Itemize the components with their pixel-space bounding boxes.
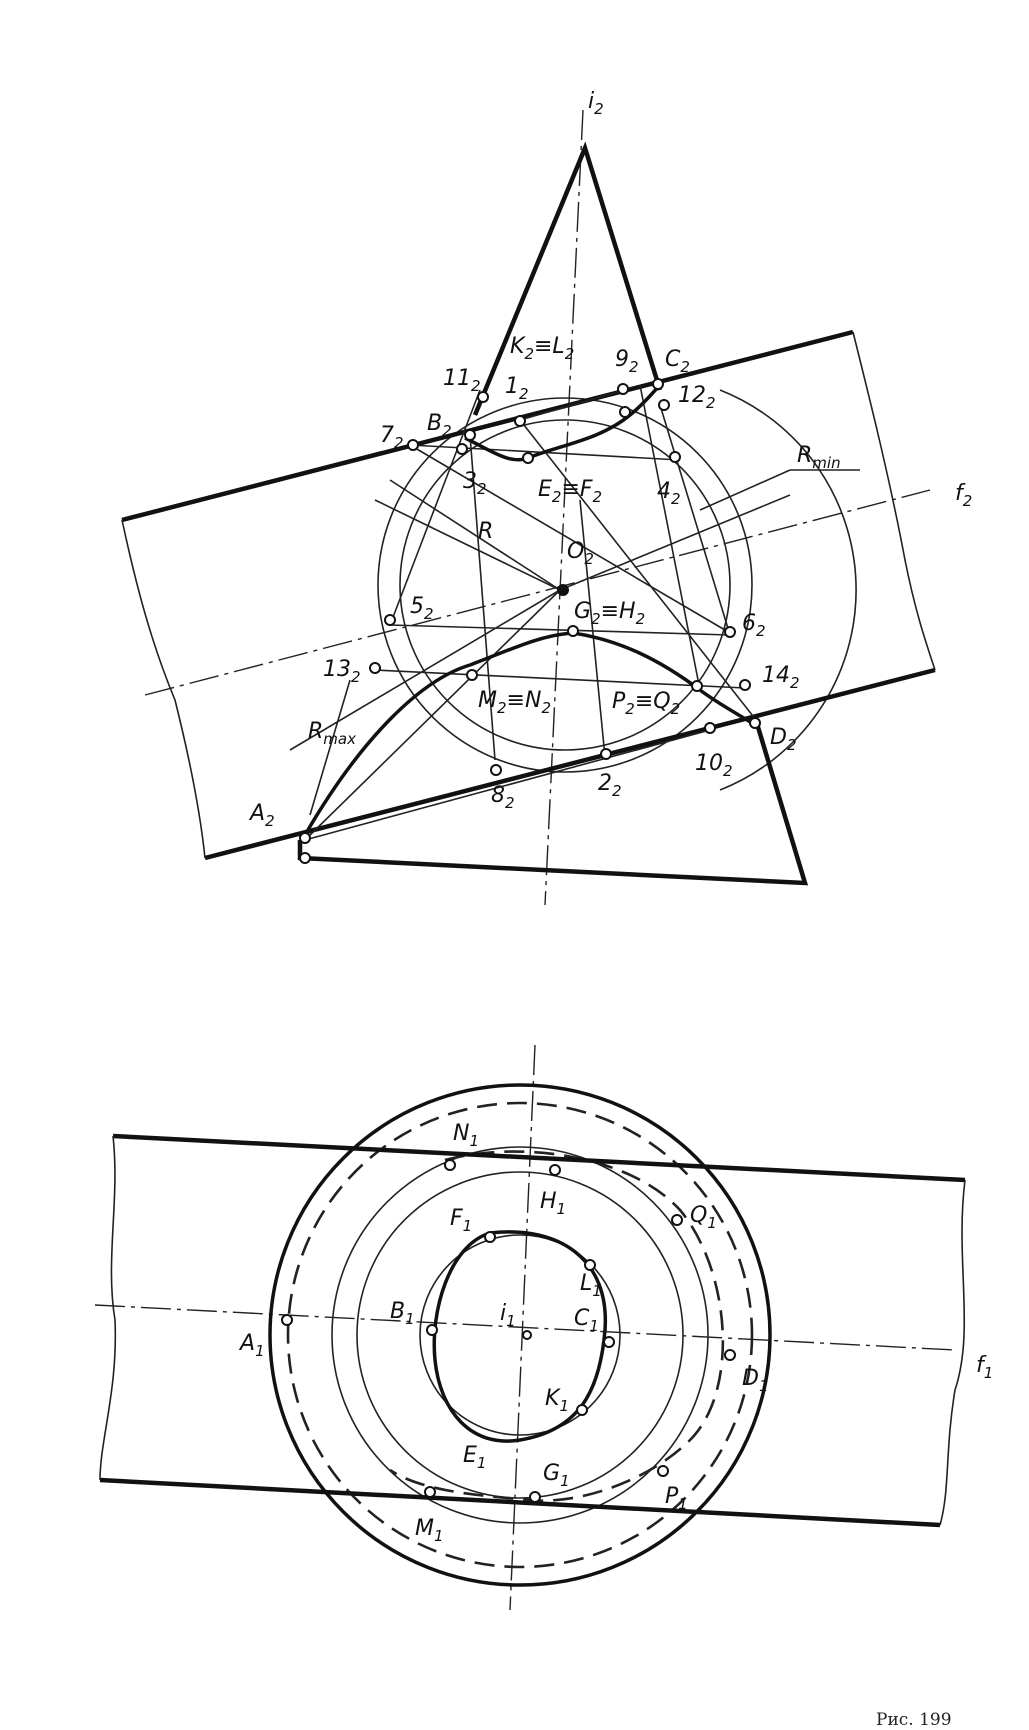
svg-text:D1: D1 [742,1366,769,1395]
svg-text:B2: B2 [427,411,452,440]
svg-text:142: 142 [762,663,800,692]
lower-section-curve [303,631,756,836]
svg-text:F1: F1 [450,1206,472,1235]
svg-text:C2: C2 [665,347,690,376]
svg-text:12: 12 [505,374,529,403]
circle-rmin [399,419,731,751]
svg-text:M2≡N2: M2≡N2 [478,688,551,717]
outer-circle [268,1083,772,1587]
svg-text:72: 72 [380,423,404,452]
upper-section-curve [464,383,662,462]
arc-rmax [719,389,857,791]
prism-top-edge [112,1133,966,1183]
axis-f2 [144,489,931,696]
svg-text:132: 132 [323,657,361,686]
prism-left-break-top [99,1135,117,1481]
axis-f1 [94,1304,956,1351]
svg-text:f1: f1 [976,1353,993,1382]
svg-text:G2≡H2: G2≡H2 [574,599,645,628]
prism-bottom-edge [99,1477,941,1528]
svg-text:f2: f2 [955,481,972,510]
prism-left-break [121,519,206,859]
inner-circle [356,1171,684,1499]
svg-text:52: 52 [410,594,434,623]
svg-text:Rmax: Rmax [308,719,356,748]
svg-text:92: 92 [615,347,639,376]
front-view: i2 f2 K2≡L2 92 C2 112 12 122 72 B2 Rmin … [121,89,972,906]
figure-caption: Рис. 199 [876,1710,952,1730]
svg-text:N1: N1 [453,1121,479,1150]
svg-text:102: 102 [695,751,733,780]
construction-lines [304,384,791,841]
svg-text:22: 22 [598,771,622,800]
svg-text:i2: i2 [588,89,604,118]
dashed-section-curve [389,1150,725,1502]
svg-text:P2≡Q2: P2≡Q2 [612,689,680,718]
svg-text:42: 42 [657,479,681,508]
svg-text:112: 112 [443,366,481,395]
svg-text:62: 62 [742,611,766,640]
svg-text:G1: G1 [543,1461,570,1490]
svg-text:P1: P1 [665,1484,688,1513]
svg-text:Q1: Q1 [690,1203,717,1232]
svg-text:H1: H1 [540,1189,566,1218]
svg-text:L1: L1 [580,1271,602,1300]
top-labels: N1 H1 Q1 F1 L1 A1 B1 i1 C1 D1 f1 K1 E1 G… [238,1121,993,1545]
svg-text:B1: B1 [390,1299,415,1328]
svg-text:C1: C1 [574,1306,599,1335]
svg-text:E2≡F2: E2≡F2 [538,477,602,506]
svg-text:A2: A2 [248,801,275,830]
circle-r [377,397,753,773]
front-labels: i2 f2 K2≡L2 92 C2 112 12 122 72 B2 Rmin … [248,89,972,830]
svg-text:O2: O2 [567,539,594,568]
svg-text:K2≡L2: K2≡L2 [510,334,574,363]
front-points [299,378,761,864]
dashed-circle [286,1101,754,1569]
svg-text:A1: A1 [238,1331,265,1360]
middle-circle [331,1146,709,1524]
top-view: N1 H1 Q1 F1 L1 A1 B1 i1 C1 D1 f1 K1 E1 G… [94,1044,993,1611]
top-points [281,1159,736,1503]
svg-text:Rmin: Rmin [797,443,841,472]
prism-upper-edge [121,329,854,523]
prism-right-break [852,331,936,671]
svg-text:E1: E1 [463,1443,486,1472]
center-o2 [557,584,569,596]
svg-text:R: R [478,519,493,544]
inner-small-circle [419,1234,621,1436]
label-i2: i [588,89,594,114]
prism-right-break-top [939,1179,966,1526]
svg-text:M1: M1 [415,1516,444,1545]
prism-lower-edge [204,667,936,861]
svg-text:K1: K1 [545,1386,569,1415]
svg-text:32: 32 [463,469,487,498]
svg-text:122: 122 [678,383,716,412]
svg-text:82: 82 [491,783,515,812]
r-leader [374,499,561,591]
svg-text:D2: D2 [770,725,797,754]
cone-outline [472,141,663,416]
rmax-leader [289,589,561,751]
cone-base [297,726,809,886]
rmin-leader [699,469,791,511]
svg-text:i1: i1 [500,1301,516,1330]
